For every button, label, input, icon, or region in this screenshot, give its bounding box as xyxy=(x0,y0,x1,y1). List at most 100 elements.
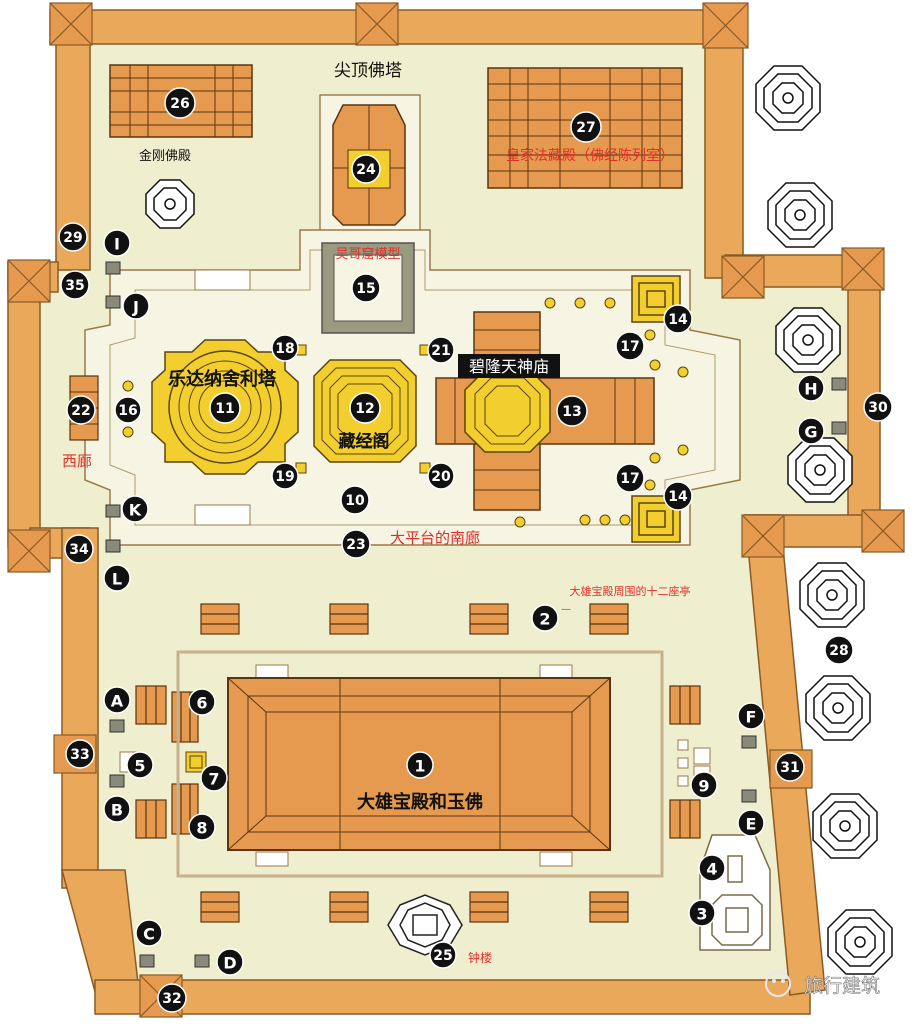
map-marker-n11: 11 xyxy=(209,392,241,424)
marker-label: 2 xyxy=(539,610,550,629)
marker-circle xyxy=(121,495,149,523)
map-marker-n10: 10 xyxy=(340,485,370,515)
marker-circle xyxy=(65,739,95,769)
map-marker-n14a: 14 xyxy=(663,304,693,334)
map-marker-n34: 34 xyxy=(64,534,94,564)
twelve-pavilions-label: 大雄宝殿周围的十二座亭 xyxy=(570,584,691,598)
marker-label: 18 xyxy=(275,341,294,357)
map-marker-lH: H xyxy=(797,374,825,402)
marker-circle xyxy=(556,395,588,427)
marker-label: 13 xyxy=(562,404,581,420)
marker-circle xyxy=(103,229,131,257)
map-marker-lL: L xyxy=(103,564,131,592)
map-marker-lA: A xyxy=(103,686,131,714)
marker-circle xyxy=(188,688,216,716)
marker-circle xyxy=(797,417,825,445)
shrine-east xyxy=(699,834,771,951)
spire-stupa-label: 尖顶佛塔 xyxy=(334,61,402,81)
marker-label: 11 xyxy=(215,401,234,417)
ubosot-enclosure xyxy=(176,650,664,878)
marker-label: 5 xyxy=(134,757,145,776)
map-marker-n12: 12 xyxy=(349,392,381,424)
map-marker-n5: 5 xyxy=(126,751,154,779)
map-marker-n13: 13 xyxy=(556,395,588,427)
marker-label: G xyxy=(804,423,817,442)
angkor-model-label: 吴哥窟模型 xyxy=(335,246,400,262)
map-marker-n35: 35 xyxy=(60,270,90,300)
marker-circle xyxy=(135,919,163,947)
pantheon-label: 碧隆天神庙 xyxy=(469,357,549,376)
marker-label: E xyxy=(746,815,757,834)
mondop-label: 藏经阁 xyxy=(339,431,390,452)
marker-label: 25 xyxy=(433,948,452,964)
map-marker-n20: 20 xyxy=(427,462,455,490)
marker-circle xyxy=(126,751,154,779)
marker-label: 29 xyxy=(63,230,82,246)
marker-circle xyxy=(427,462,455,490)
map-marker-n24: 24 xyxy=(351,154,381,184)
marker-label: 6 xyxy=(196,694,207,713)
marker-circle xyxy=(200,764,228,792)
marker-label: 34 xyxy=(69,542,89,558)
marker-label: 14 xyxy=(668,312,688,328)
marker-label: 12 xyxy=(355,401,374,417)
map-marker-lF: F xyxy=(737,702,765,730)
small-gold-chedi xyxy=(185,751,207,773)
map-marker-n25: 25 xyxy=(429,941,457,969)
marker-label: D xyxy=(223,954,236,973)
marker-label: 3 xyxy=(696,905,707,924)
map-marker-lD: D xyxy=(216,948,244,976)
map-marker-n8: 8 xyxy=(188,813,216,841)
watermark-text: 旅行建筑 xyxy=(804,975,880,997)
map-marker-n18: 18 xyxy=(271,334,299,362)
marker-circle xyxy=(775,752,805,782)
map-marker-n32: 32 xyxy=(157,983,187,1013)
map-marker-lC: C xyxy=(135,919,163,947)
watermark: 旅行建筑 xyxy=(765,971,880,997)
marker-label: 32 xyxy=(162,991,181,1007)
marker-circle xyxy=(570,111,602,143)
marker-circle xyxy=(103,686,131,714)
marker-label: 4 xyxy=(706,860,717,879)
marker-label: 10 xyxy=(345,493,365,509)
map-marker-n7: 7 xyxy=(200,764,228,792)
marker-circle xyxy=(351,273,381,303)
marker-circle xyxy=(531,604,559,632)
exterior-stupas xyxy=(755,65,893,975)
gate-squares xyxy=(105,261,847,968)
marker-label: I xyxy=(114,235,120,254)
map-marker-n17a: 17 xyxy=(615,331,645,361)
map-marker-lB: B xyxy=(103,795,131,823)
map-marker-n19: 19 xyxy=(271,462,299,490)
marker-label: 1 xyxy=(414,757,425,776)
map-marker-n31: 31 xyxy=(775,752,805,782)
marker-circle xyxy=(406,751,434,779)
marker-label: 19 xyxy=(275,469,294,485)
marker-label: H xyxy=(804,380,817,399)
marker-label: 27 xyxy=(576,120,595,136)
marker-circle xyxy=(271,334,299,362)
map-marker-n28: 28 xyxy=(824,635,854,665)
marker-label: J xyxy=(132,298,139,317)
bell-tower-label: 钟楼 xyxy=(468,950,492,965)
small-octagon-shrine xyxy=(145,179,195,229)
marker-label: 14 xyxy=(668,489,688,505)
map-marker-n22: 22 xyxy=(66,395,96,425)
marker-label: 17 xyxy=(620,471,639,487)
map-marker-lG: G xyxy=(797,417,825,445)
marker-label: K xyxy=(129,501,142,520)
marker-label: F xyxy=(746,708,757,727)
marker-label: 24 xyxy=(356,162,376,178)
map-marker-n21: 21 xyxy=(427,336,455,364)
small-chedi-dots xyxy=(122,297,689,528)
marker-label: 30 xyxy=(868,400,888,416)
pavilions xyxy=(135,603,701,923)
marker-circle xyxy=(797,374,825,402)
marker-circle xyxy=(216,948,244,976)
marker-circle xyxy=(271,462,299,490)
marker-label: 33 xyxy=(70,747,89,763)
marker-circle xyxy=(615,463,645,493)
map-marker-n30: 30 xyxy=(863,392,893,422)
marker-label: 35 xyxy=(65,278,84,294)
marker-circle xyxy=(737,702,765,730)
